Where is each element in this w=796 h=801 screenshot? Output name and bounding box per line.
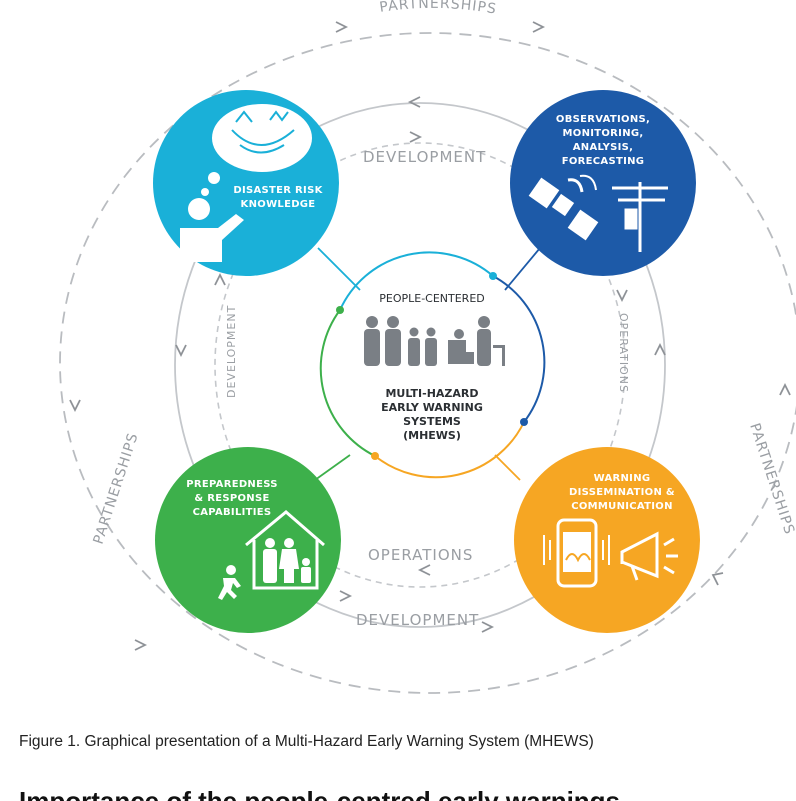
running-person-icon [218, 565, 241, 600]
family-icon [263, 538, 311, 583]
figure-caption: Figure 1. Graphical presentation of a Mu… [19, 733, 594, 750]
globe-icon [231, 110, 295, 154]
preparedness-line1: PREPAREDNESS [186, 479, 278, 490]
node-warning: WARNING DISSEMINATION & COMMUNICATION [514, 447, 700, 633]
center-title-line3: SYSTEMS [403, 415, 461, 428]
center-connectors [314, 247, 541, 481]
partnerships-right-label: PARTNERSHIPS [746, 421, 796, 537]
partnerships-top-label: PARTNERSHIPS [378, 0, 497, 18]
center-circle [319, 251, 546, 479]
section-heading: Importance of the people-centred early w… [19, 786, 621, 801]
node-risk-knowledge: DISASTER RISK KNOWLEDGE [153, 90, 339, 276]
center-top-label: PEOPLE-CENTERED [379, 292, 485, 305]
operations-bottom-label: OPERATIONS [368, 546, 473, 564]
megaphone-icon [620, 531, 678, 581]
observations-line3: ANALYSIS, [573, 142, 634, 153]
center-title-line1: MULTI-HAZARD [385, 387, 478, 400]
center-title-line4: (MHEWS) [403, 429, 461, 442]
thinking-person-icon [180, 198, 244, 262]
risk-knowledge-line2: KNOWLEDGE [241, 199, 316, 210]
node-observations: OBSERVATIONS, MONITORING, ANALYSIS, FORE… [510, 90, 696, 276]
warning-line1: WARNING [594, 473, 651, 484]
mhews-diagram: PARTNERSHIPS PARTNERSHIPS PARTNERSHIPS D… [59, 0, 796, 694]
partnerships-left-label: PARTNERSHIPS [91, 431, 142, 547]
operations-ring [214, 142, 626, 588]
thought-bubble-icon [212, 104, 312, 172]
people-group-icon [364, 316, 505, 366]
weather-station-icon [612, 182, 668, 252]
warning-line2: DISSEMINATION & [569, 487, 675, 498]
observations-line4: FORECASTING [562, 156, 645, 167]
preparedness-line3: CAPABILITIES [193, 507, 272, 518]
preparedness-line2: & RESPONSE [194, 493, 269, 504]
observations-line2: MONITORING, [563, 128, 644, 139]
node-preparedness: PREPAREDNESS & RESPONSE CAPABILITIES [155, 447, 341, 633]
development-top-label: DEVELOPMENT [363, 148, 486, 166]
development-ring [174, 102, 666, 628]
satellite-icon [528, 174, 599, 241]
svg-text:PARTNERSHIPS: PARTNERSHIPS [378, 0, 498, 18]
phone-alert-icon [543, 518, 610, 588]
partnerships-ring [59, 32, 796, 694]
operations-right-label: OPERATIONS [617, 313, 630, 393]
observations-line1: OBSERVATIONS, [556, 114, 650, 125]
development-left-label: DEVELOPMENT [225, 305, 238, 398]
partnerships-arrows [69, 21, 791, 651]
risk-knowledge-line1: DISASTER RISK [233, 185, 323, 196]
warning-line3: COMMUNICATION [571, 501, 673, 512]
family-house-icon [245, 510, 325, 590]
development-bottom-label: DEVELOPMENT [356, 611, 479, 629]
center-title-line2: EARLY WARNING [381, 401, 483, 414]
ring-arrows [175, 96, 666, 633]
